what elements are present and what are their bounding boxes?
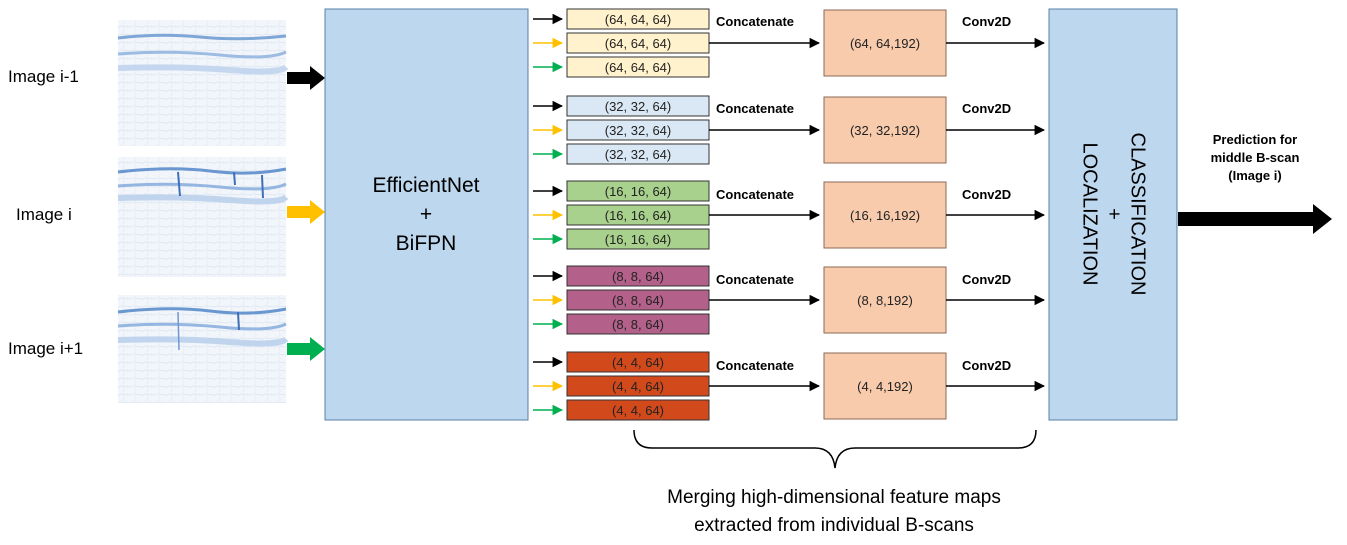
feature-map-box bbox=[566, 95, 710, 117]
feature-map-shape: (16, 16, 64) bbox=[605, 184, 672, 199]
feature-map-shape: (16, 16, 64) bbox=[605, 232, 672, 247]
head-box bbox=[1048, 8, 1178, 421]
brace-caption-line2: extracted from individual B-scans bbox=[694, 515, 974, 536]
feature-map-shape: (64, 64, 64) bbox=[605, 60, 672, 75]
head-label-group: CLASSIFICATION + LOCALIZATION bbox=[1079, 133, 1149, 296]
level-64: (64, 64, 64) (64, 64, 64) (64, 64, 64) C… bbox=[533, 8, 1046, 78]
bscan-image-i bbox=[117, 157, 289, 277]
feature-map-shape: (32, 32, 64) bbox=[605, 99, 672, 114]
feature-map-box bbox=[566, 313, 710, 335]
level-8: (8, 8, 64) (8, 8, 64) (8, 8, 64) Concate… bbox=[533, 265, 1046, 335]
head-label-classification: CLASSIFICATION bbox=[1127, 133, 1149, 296]
output-label-line2: middle B-scan bbox=[1211, 150, 1300, 165]
merged-map-box bbox=[823, 9, 947, 77]
level-32: (32, 32, 64) (32, 32, 64) (32, 32, 64) C… bbox=[533, 95, 1046, 165]
output-label-line1: Prediction for bbox=[1213, 132, 1298, 147]
feature-map-shape: (64, 64, 64) bbox=[605, 36, 672, 51]
feature-map-box bbox=[566, 8, 710, 30]
concatenate-label: Concatenate bbox=[716, 187, 794, 202]
head-label-plus: + bbox=[1103, 208, 1125, 220]
level-16: (16, 16, 64) (16, 16, 64) (16, 16, 64) C… bbox=[533, 180, 1046, 250]
level-4: (4, 4, 64) (4, 4, 64) (4, 4, 64) Concate… bbox=[533, 351, 1046, 421]
merged-map-box bbox=[823, 181, 947, 249]
backbone-box bbox=[324, 8, 529, 421]
merged-map-box bbox=[823, 96, 947, 164]
head-label-localization: LOCALIZATION bbox=[1079, 143, 1101, 286]
brace-caption-line1: Merging high-dimensional feature maps bbox=[667, 487, 1001, 508]
merged-map-shape: (64, 64,192) bbox=[850, 36, 920, 51]
merged-map-shape: (4, 4,192) bbox=[857, 379, 913, 394]
merged-map-shape: (8, 8,192) bbox=[857, 293, 913, 308]
output-label-line3: (Image i) bbox=[1228, 168, 1281, 183]
feature-map-shape: (64, 64, 64) bbox=[605, 12, 672, 27]
input-label-image-i: Image i bbox=[16, 205, 72, 224]
feature-map-box bbox=[566, 351, 710, 373]
conv2d-label: Conv2D bbox=[962, 272, 1011, 287]
feature-map-box bbox=[566, 143, 710, 165]
merged-map-box bbox=[823, 266, 947, 334]
merged-map-box bbox=[823, 352, 947, 420]
conv2d-label: Conv2D bbox=[962, 187, 1011, 202]
conv2d-label: Conv2D bbox=[962, 358, 1011, 373]
feature-map-shape: (8, 8, 64) bbox=[612, 317, 664, 332]
concatenate-label: Concatenate bbox=[716, 14, 794, 29]
merge-brace bbox=[633, 429, 1037, 469]
output-arrow bbox=[1178, 204, 1332, 234]
conv2d-label: Conv2D bbox=[962, 101, 1011, 116]
concatenate-label: Concatenate bbox=[716, 358, 794, 373]
feature-map-box bbox=[566, 265, 710, 287]
concatenate-label: Concatenate bbox=[716, 272, 794, 287]
input-arrow-black bbox=[287, 66, 325, 90]
bscan-image-i-plus-1 bbox=[117, 295, 289, 403]
bscan-image-i-minus-1 bbox=[117, 20, 289, 146]
merged-map-shape: (16, 16,192) bbox=[850, 208, 920, 223]
input-arrow-green bbox=[287, 337, 325, 361]
feature-map-shape: (32, 32, 64) bbox=[605, 147, 672, 162]
backbone-label-line1: EfficientNet bbox=[373, 174, 480, 197]
backbone-label-line3: BiFPN bbox=[396, 232, 457, 255]
feature-map-shape: (16, 16, 64) bbox=[605, 208, 672, 223]
input-label-image-i-minus-1: Image i-1 bbox=[8, 67, 79, 86]
input-arrow-yellow bbox=[287, 200, 325, 224]
feature-map-box bbox=[566, 399, 710, 421]
merged-map-shape: (32, 32,192) bbox=[850, 123, 920, 138]
feature-map-shape: (8, 8, 64) bbox=[612, 293, 664, 308]
backbone-label-plus: + bbox=[420, 203, 432, 226]
feature-map-shape: (4, 4, 64) bbox=[612, 355, 664, 370]
feature-map-box bbox=[566, 56, 710, 78]
feature-map-shape: (4, 4, 64) bbox=[612, 403, 664, 418]
conv2d-label: Conv2D bbox=[962, 14, 1011, 29]
feature-map-shape: (32, 32, 64) bbox=[605, 123, 672, 138]
input-label-image-i-plus-1: Image i+1 bbox=[8, 339, 83, 358]
feature-map-shape: (4, 4, 64) bbox=[612, 379, 664, 394]
concatenate-label: Concatenate bbox=[716, 101, 794, 116]
feature-map-box bbox=[566, 228, 710, 250]
feature-map-shape: (8, 8, 64) bbox=[612, 269, 664, 284]
feature-map-box bbox=[566, 180, 710, 202]
